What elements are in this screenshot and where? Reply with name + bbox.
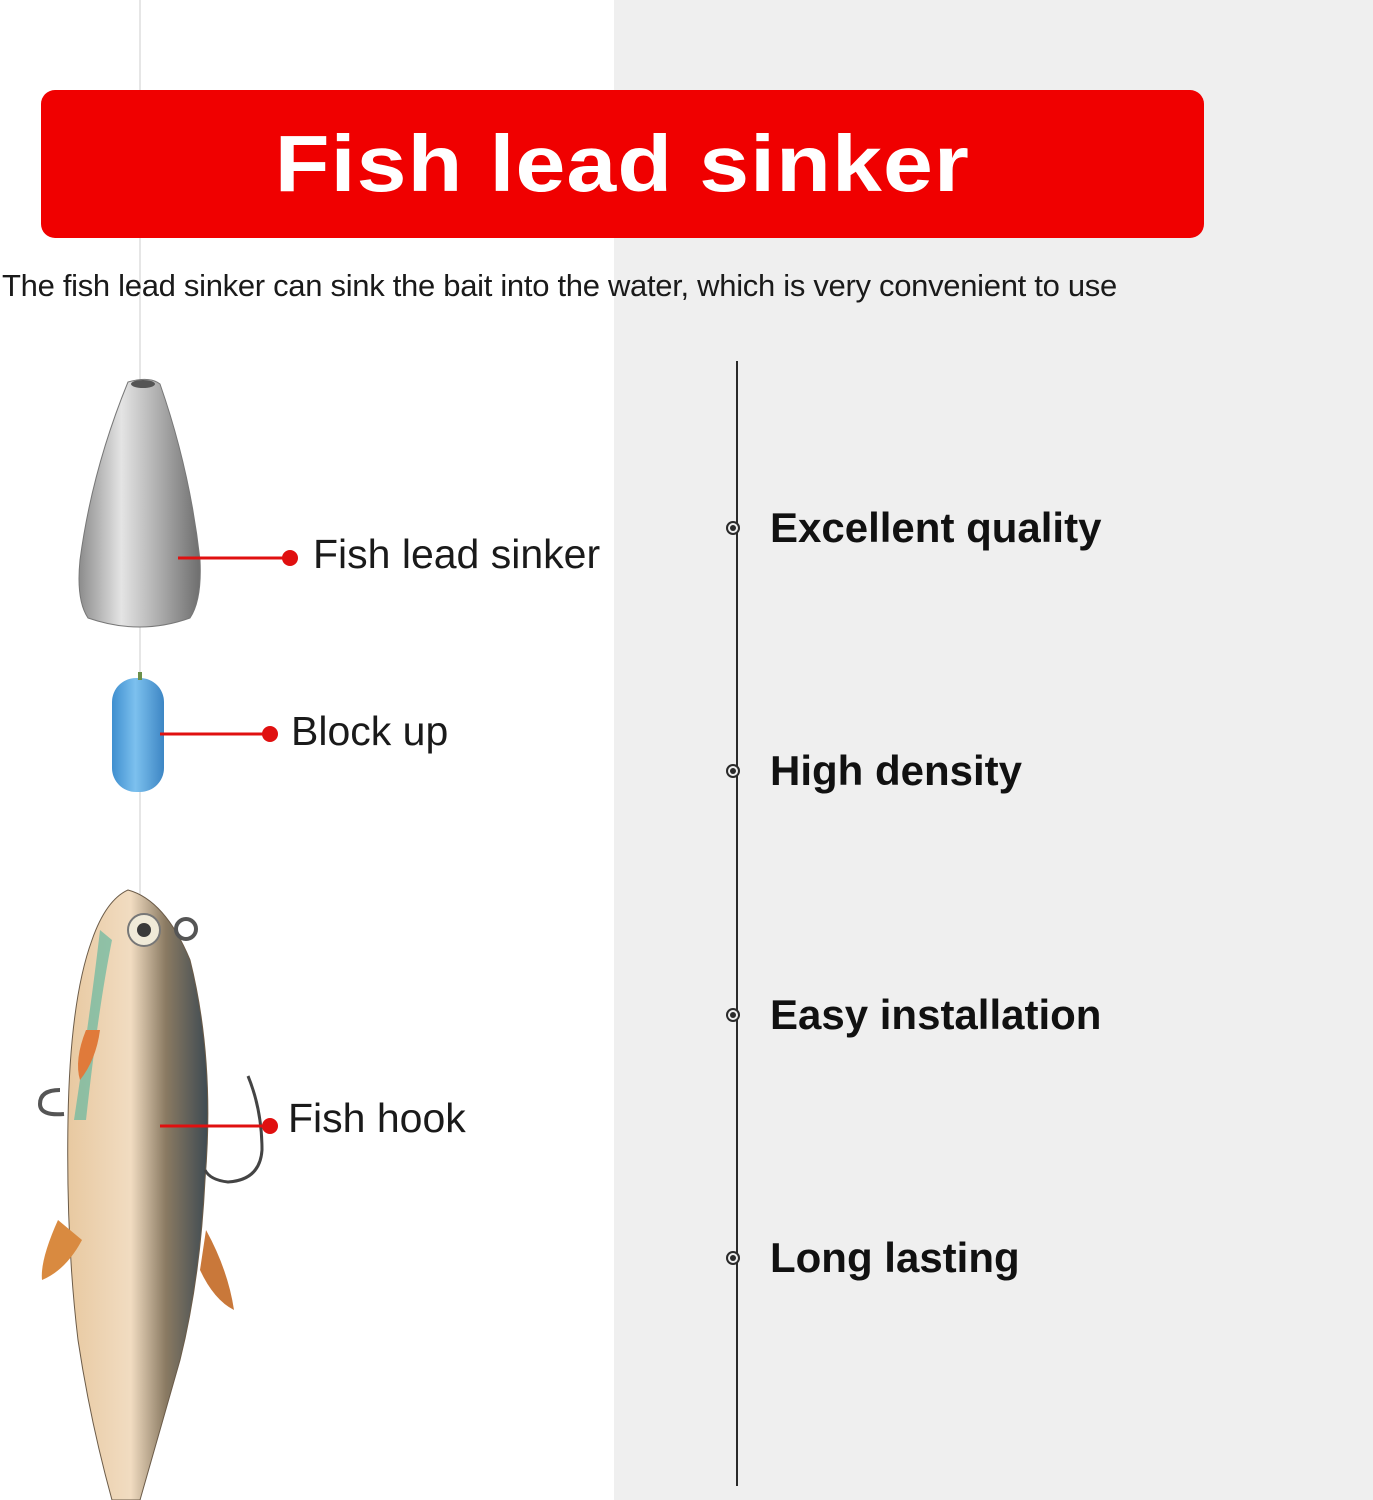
block-up-image: [112, 672, 164, 792]
page-title: Fish lead sinker: [274, 119, 971, 208]
feature-item: Excellent quality: [726, 503, 1101, 553]
feature-timeline: [736, 361, 738, 1486]
right-panel-background: [614, 0, 1373, 1500]
timeline-bullet-icon: [726, 764, 740, 778]
timeline-bullet-icon: [726, 521, 740, 535]
feature-item: Easy installation: [726, 990, 1101, 1040]
callout-label-hook: Fish hook: [288, 1095, 466, 1141]
feature-label: Excellent quality: [770, 504, 1102, 551]
feature-label: Long lasting: [770, 1234, 1020, 1281]
feature-item: High density: [726, 746, 1022, 796]
callout-label-sinker: Fish lead sinker: [313, 531, 601, 577]
callout-label-block-up: Block up: [291, 708, 449, 754]
lead-sinker-image: [78, 378, 201, 628]
timeline-bullet-icon: [726, 1251, 740, 1265]
feature-label: High density: [770, 747, 1023, 794]
fish-lure-image: [37, 889, 264, 1500]
callout-connector-sinker: [178, 550, 298, 566]
callout-connector-block-up: [160, 726, 278, 742]
subtitle-text: The fish lead sinker can sink the bait i…: [2, 268, 1117, 303]
product-illustration: [37, 378, 298, 1500]
title-banner: Fish lead sinker: [41, 90, 1204, 238]
timeline-bullet-icon: [726, 1008, 740, 1022]
callout-connector-hook: [160, 1118, 278, 1134]
feature-label: Easy installation: [770, 991, 1102, 1038]
feature-item: Long lasting: [726, 1233, 1020, 1283]
